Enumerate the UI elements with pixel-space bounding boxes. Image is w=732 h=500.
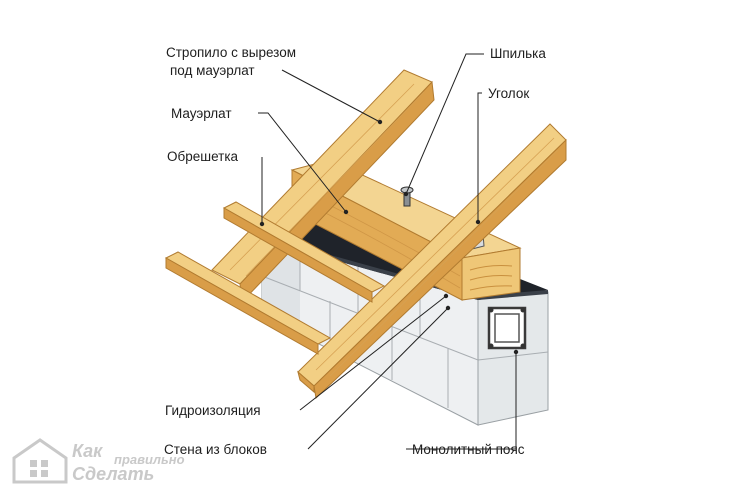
- leader-angle: [477, 92, 482, 222]
- leader-waterproofing: [299, 295, 447, 411]
- label-mauerlat: Мауэрлат: [171, 106, 232, 121]
- leader-rafter: [281, 69, 381, 123]
- leader-lines: [258, 53, 517, 450]
- leader-stud: [405, 53, 484, 195]
- leader-mauerlat: [258, 112, 347, 213]
- label-angle: Уголок: [488, 86, 530, 101]
- leader-dots: [259, 119, 519, 355]
- label-stud: Шпилька: [490, 46, 546, 61]
- label-rafter-line1: Стропило с вырезом: [166, 45, 297, 60]
- rebar-frame: [487, 306, 527, 350]
- watermark-word-kak: Как: [72, 441, 103, 461]
- leader-block-wall: [307, 307, 449, 450]
- label-waterproofing: Гидроизоляция: [165, 403, 261, 418]
- watermark-logo-icon: [12, 438, 68, 484]
- watermark-word-sdelat: Сделать: [72, 464, 155, 484]
- leader-monolithic-belt: [406, 352, 517, 450]
- label-rafter-line2: под мауэрлат: [170, 63, 255, 78]
- watermark-word-pravilno: правильно: [114, 452, 185, 467]
- label-block-wall: Стена из блоков: [164, 442, 267, 457]
- label-lathing: Обрешетка: [167, 149, 239, 164]
- label-monolithic-belt: Монолитный пояс: [412, 442, 525, 457]
